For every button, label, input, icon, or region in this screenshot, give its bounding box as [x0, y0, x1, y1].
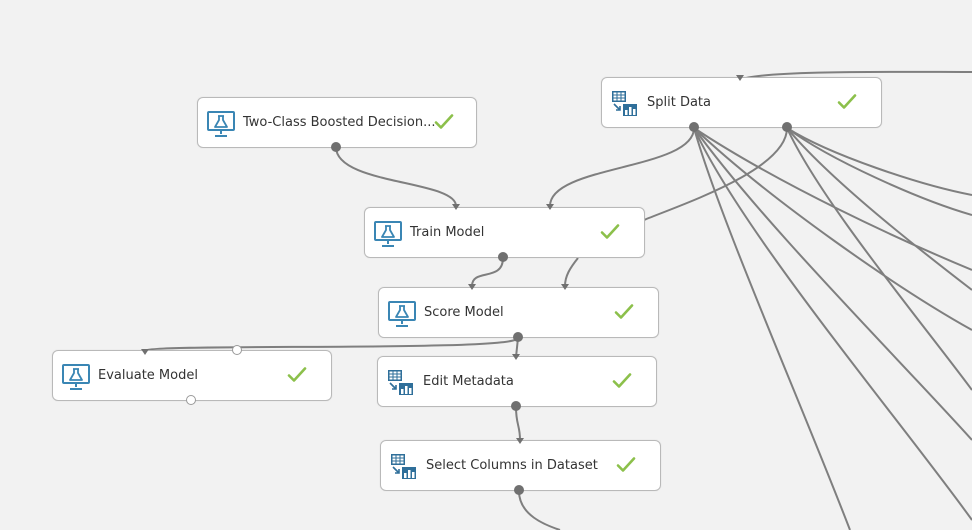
- table-chart-icon: [386, 368, 416, 398]
- flask-monitor-icon: [61, 362, 91, 392]
- input-port-empty[interactable]: [232, 345, 242, 355]
- input-port-arrow[interactable]: [516, 438, 524, 444]
- input-port-arrow[interactable]: [468, 284, 476, 290]
- connection-line: [643, 127, 788, 221]
- connection-line: [693, 127, 972, 271]
- output-port[interactable]: [511, 401, 521, 411]
- connection-line: [693, 127, 972, 331]
- output-port-left[interactable]: [689, 122, 699, 132]
- input-port-arrow[interactable]: [452, 204, 460, 210]
- check-icon: [434, 113, 454, 131]
- input-port-arrow[interactable]: [561, 284, 569, 290]
- output-port[interactable]: [514, 485, 524, 495]
- output-port[interactable]: [331, 142, 341, 152]
- connection-line: [515, 406, 521, 441]
- module-select-columns-in-dataset[interactable]: Select Columns in Dataset: [380, 440, 661, 491]
- connection-line: [693, 127, 972, 521]
- module-label: Evaluate Model: [98, 368, 198, 383]
- input-port-arrow[interactable]: [546, 204, 554, 210]
- check-icon: [616, 456, 636, 474]
- connection-line: [144, 337, 519, 352]
- flask-monitor-icon: [387, 299, 417, 329]
- connection-line: [693, 127, 972, 441]
- connection-line: [786, 127, 972, 196]
- table-chart-icon: [389, 452, 419, 482]
- input-port-arrow[interactable]: [141, 349, 149, 355]
- connection-line: [564, 257, 579, 287]
- module-two-class-boosted-decision-tree[interactable]: Two-Class Boosted Decision...: [197, 97, 477, 148]
- input-port-arrow[interactable]: [512, 354, 520, 360]
- module-label: Edit Metadata: [423, 374, 514, 389]
- connection-line: [693, 127, 851, 530]
- connection-line: [786, 127, 972, 391]
- module-label: Two-Class Boosted Decision...: [243, 115, 436, 130]
- flask-monitor-icon: [373, 219, 403, 249]
- input-port-arrow[interactable]: [736, 75, 744, 81]
- check-icon: [287, 366, 307, 384]
- connection-line: [786, 127, 972, 216]
- connection-line: [549, 127, 695, 207]
- connection-line: [739, 70, 972, 81]
- output-port[interactable]: [498, 252, 508, 262]
- module-edit-metadata[interactable]: Edit Metadata: [377, 356, 657, 407]
- flask-monitor-icon: [206, 109, 236, 139]
- check-icon: [614, 303, 634, 321]
- output-port[interactable]: [513, 332, 523, 342]
- output-port-empty[interactable]: [186, 395, 196, 405]
- check-icon: [837, 93, 857, 111]
- connection-line: [786, 127, 972, 291]
- module-train-model[interactable]: Train Model: [364, 207, 645, 258]
- connection-line: [471, 257, 504, 287]
- connection-line: [518, 490, 561, 530]
- module-label: Select Columns in Dataset: [426, 458, 598, 473]
- output-port-right[interactable]: [782, 122, 792, 132]
- module-score-model[interactable]: Score Model: [378, 287, 659, 338]
- table-chart-icon: [610, 89, 640, 119]
- connection-line: [335, 146, 457, 207]
- module-split-data[interactable]: Split Data: [601, 77, 882, 128]
- module-label: Train Model: [410, 225, 485, 240]
- module-label: Split Data: [647, 95, 711, 110]
- module-label: Score Model: [424, 305, 504, 320]
- check-icon: [600, 223, 620, 241]
- module-evaluate-model[interactable]: Evaluate Model: [52, 350, 332, 401]
- check-icon: [612, 372, 632, 390]
